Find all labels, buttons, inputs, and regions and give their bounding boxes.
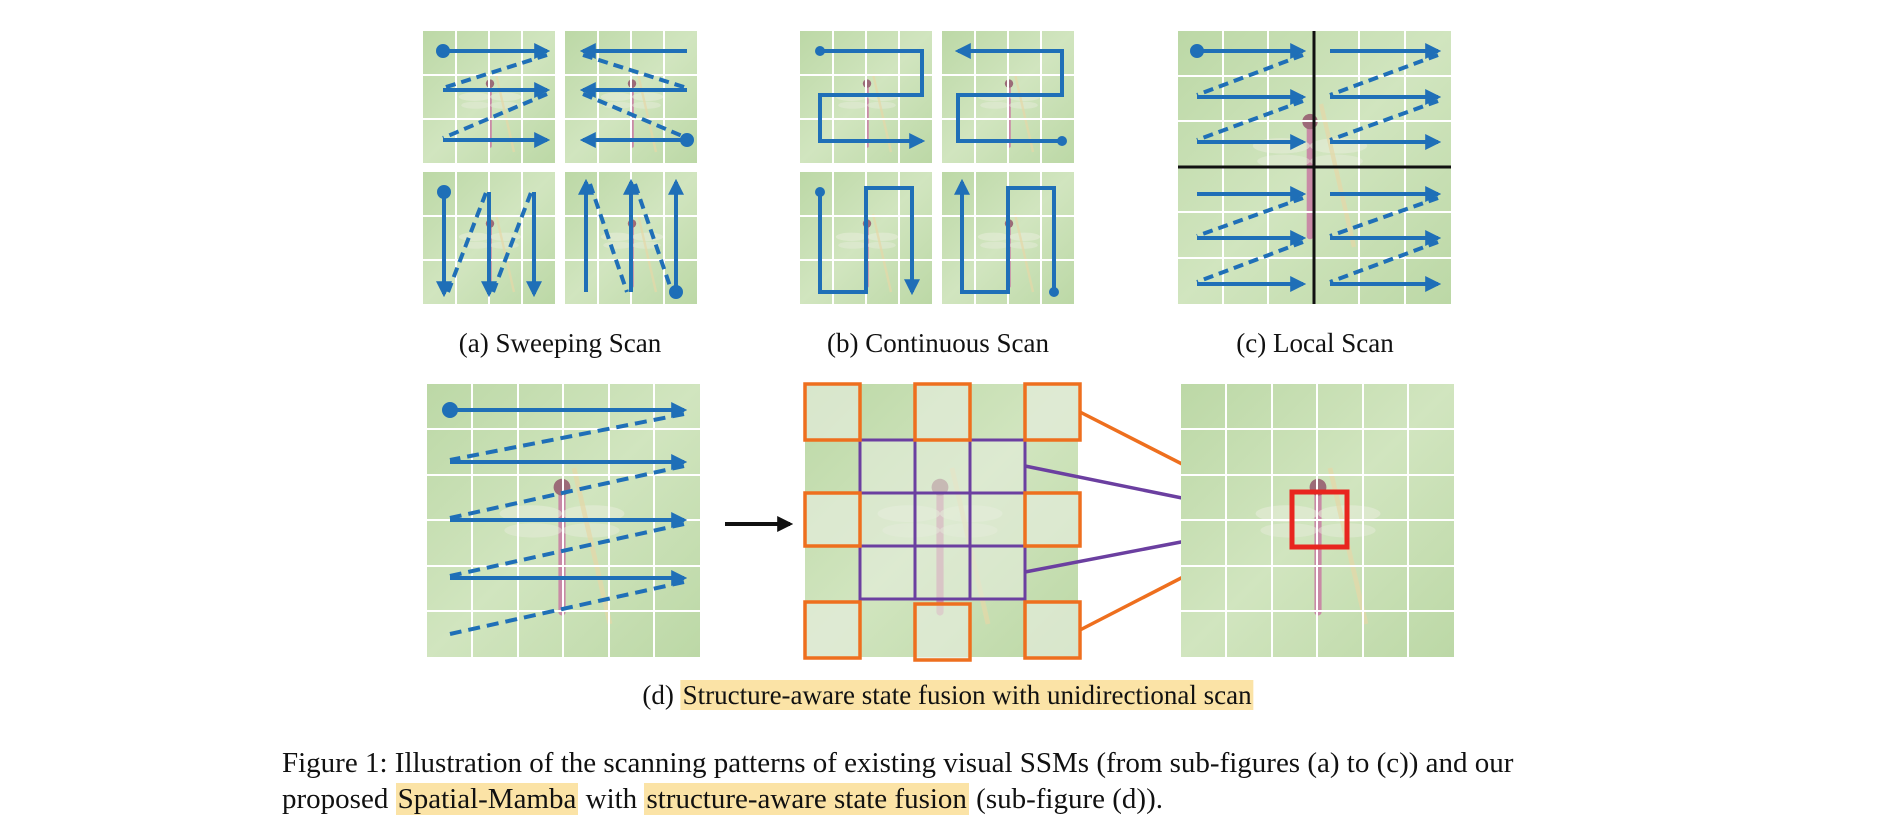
label-d-highlight: Structure-aware state fusion with unidir… <box>680 680 1254 710</box>
figure-caption: Figure 1: Illustration of the scanning p… <box>282 745 1622 817</box>
caption-highlight-state-fusion: structure-aware state fusion <box>644 783 969 815</box>
label-d-prefix: (d) <box>642 680 674 710</box>
caption-text-1: Illustration of the scanning patterns of… <box>282 747 1514 815</box>
tile-a1 <box>423 31 555 163</box>
tile-d-scan <box>427 384 700 657</box>
panel-b-continuous-scan <box>800 31 1074 304</box>
panel-c-local-scan <box>1178 31 1451 304</box>
tile-a4 <box>565 172 697 304</box>
caption-highlight-spatial-mamba: Spatial-Mamba <box>395 783 579 815</box>
caption-prefix: Figure 1: <box>282 747 388 779</box>
label-sweeping-scan: (a) Sweeping Scan <box>458 328 662 358</box>
label-local-scan: (c) Local Scan <box>1236 328 1394 358</box>
label-state-fusion: (d) Structure-aware state fusion with un… <box>642 680 1254 711</box>
tile-b4 <box>942 172 1074 304</box>
tile-a2 <box>565 31 697 163</box>
tile-b2 <box>942 31 1074 163</box>
panel-a-sweeping-scan <box>423 31 697 304</box>
tile-b3 <box>800 172 932 304</box>
label-continuous-scan: (b) Continuous Scan <box>827 328 1049 358</box>
caption-text-3: (sub-figure (d)). <box>968 783 1163 815</box>
target-cell <box>1289 489 1350 550</box>
tile-d-target <box>1181 384 1454 657</box>
tile-b1 <box>800 31 932 163</box>
panel-d-state-fusion <box>427 382 1454 662</box>
caption-text-2: with <box>578 783 645 815</box>
tile-a3 <box>423 172 555 304</box>
tile-d-neighborhood <box>803 382 1082 662</box>
